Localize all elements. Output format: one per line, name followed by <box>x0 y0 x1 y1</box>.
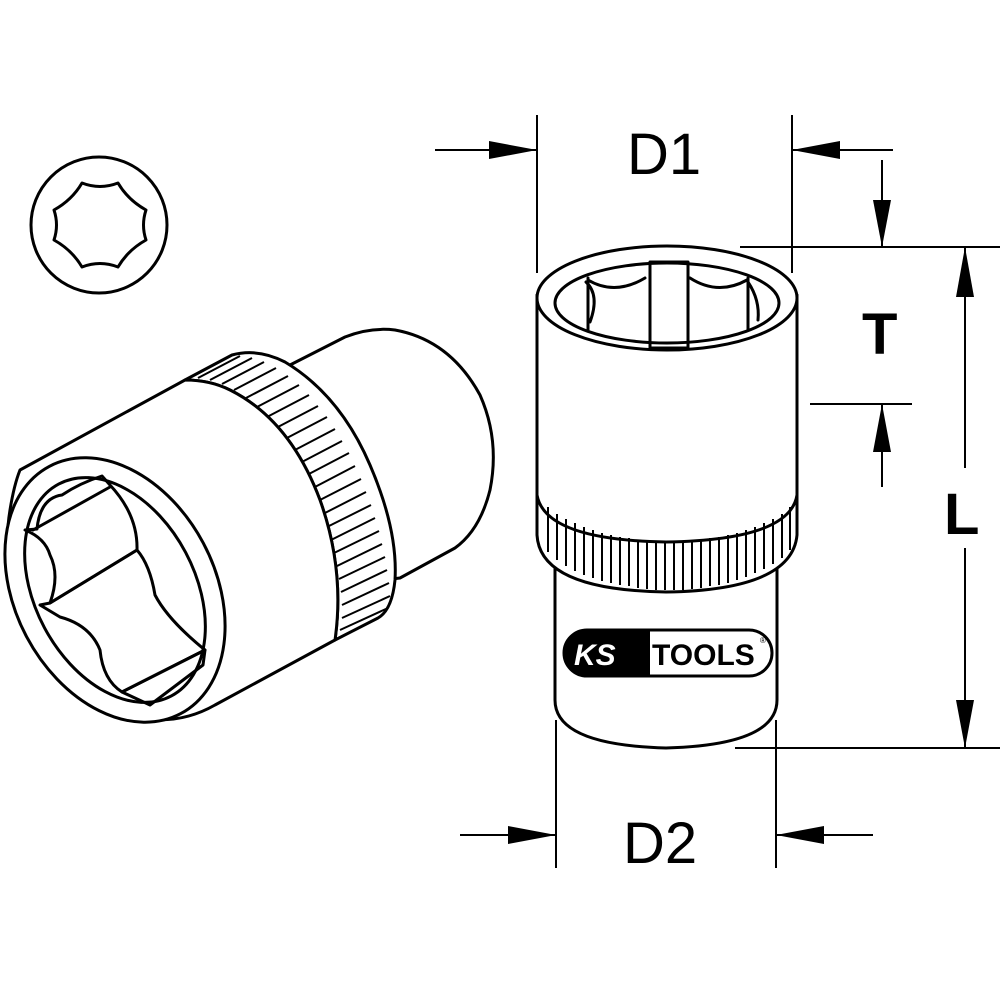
end-view-hex-profile <box>29 155 169 295</box>
isometric-socket <box>3 327 495 724</box>
dimension-label-d1: D1 <box>627 122 701 187</box>
dimension-l: L <box>735 247 1000 749</box>
knurl-lines-right <box>547 507 791 590</box>
ks-tools-logo: KS TOOLS ® <box>562 628 774 678</box>
side-view-socket: KS TOOLS ® <box>535 244 799 750</box>
dimension-label-d2: D2 <box>623 811 697 876</box>
logo-ks-text: KS <box>574 639 616 672</box>
logo-tools-text: TOOLS <box>652 639 755 672</box>
knurl-lines-left <box>197 355 391 631</box>
dimension-d2: D2 <box>460 720 873 876</box>
dimension-label-t: T <box>862 302 897 367</box>
dimension-d1: D1 <box>435 115 893 273</box>
logo-registered-mark: ® <box>760 636 766 645</box>
dimension-t: T <box>740 160 1000 487</box>
dimension-label-l: L <box>944 482 979 547</box>
